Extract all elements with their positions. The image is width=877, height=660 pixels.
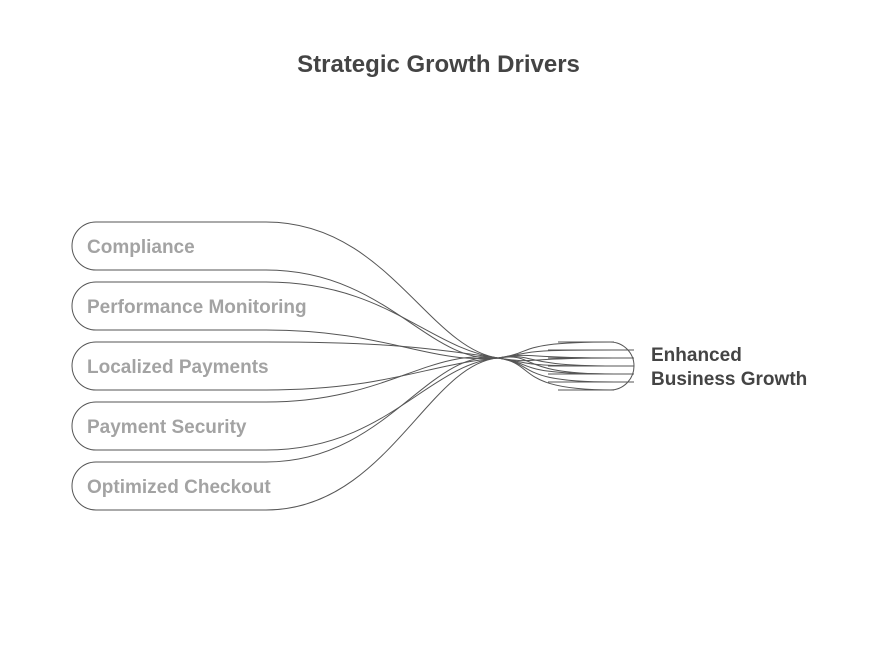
driver-label: Performance Monitoring <box>87 297 307 318</box>
driver-ribbon <box>71 356 615 451</box>
outcome-label-line-1: Enhanced <box>651 345 742 366</box>
driver-ribbon <box>71 356 615 511</box>
driver-label: Payment Security <box>87 417 247 438</box>
driver-label: Localized Payments <box>87 357 269 378</box>
outcome-stripe-group <box>548 341 635 391</box>
ribbon-group <box>71 221 615 511</box>
driver-ribbon <box>71 221 615 362</box>
diagram-title: Strategic Growth Drivers <box>297 51 580 78</box>
driver-label: Optimized Checkout <box>87 477 271 498</box>
driver-label: Compliance <box>87 237 195 258</box>
driver-ribbon <box>71 281 615 367</box>
outcome-label-line-2: Business Growth <box>651 369 807 390</box>
